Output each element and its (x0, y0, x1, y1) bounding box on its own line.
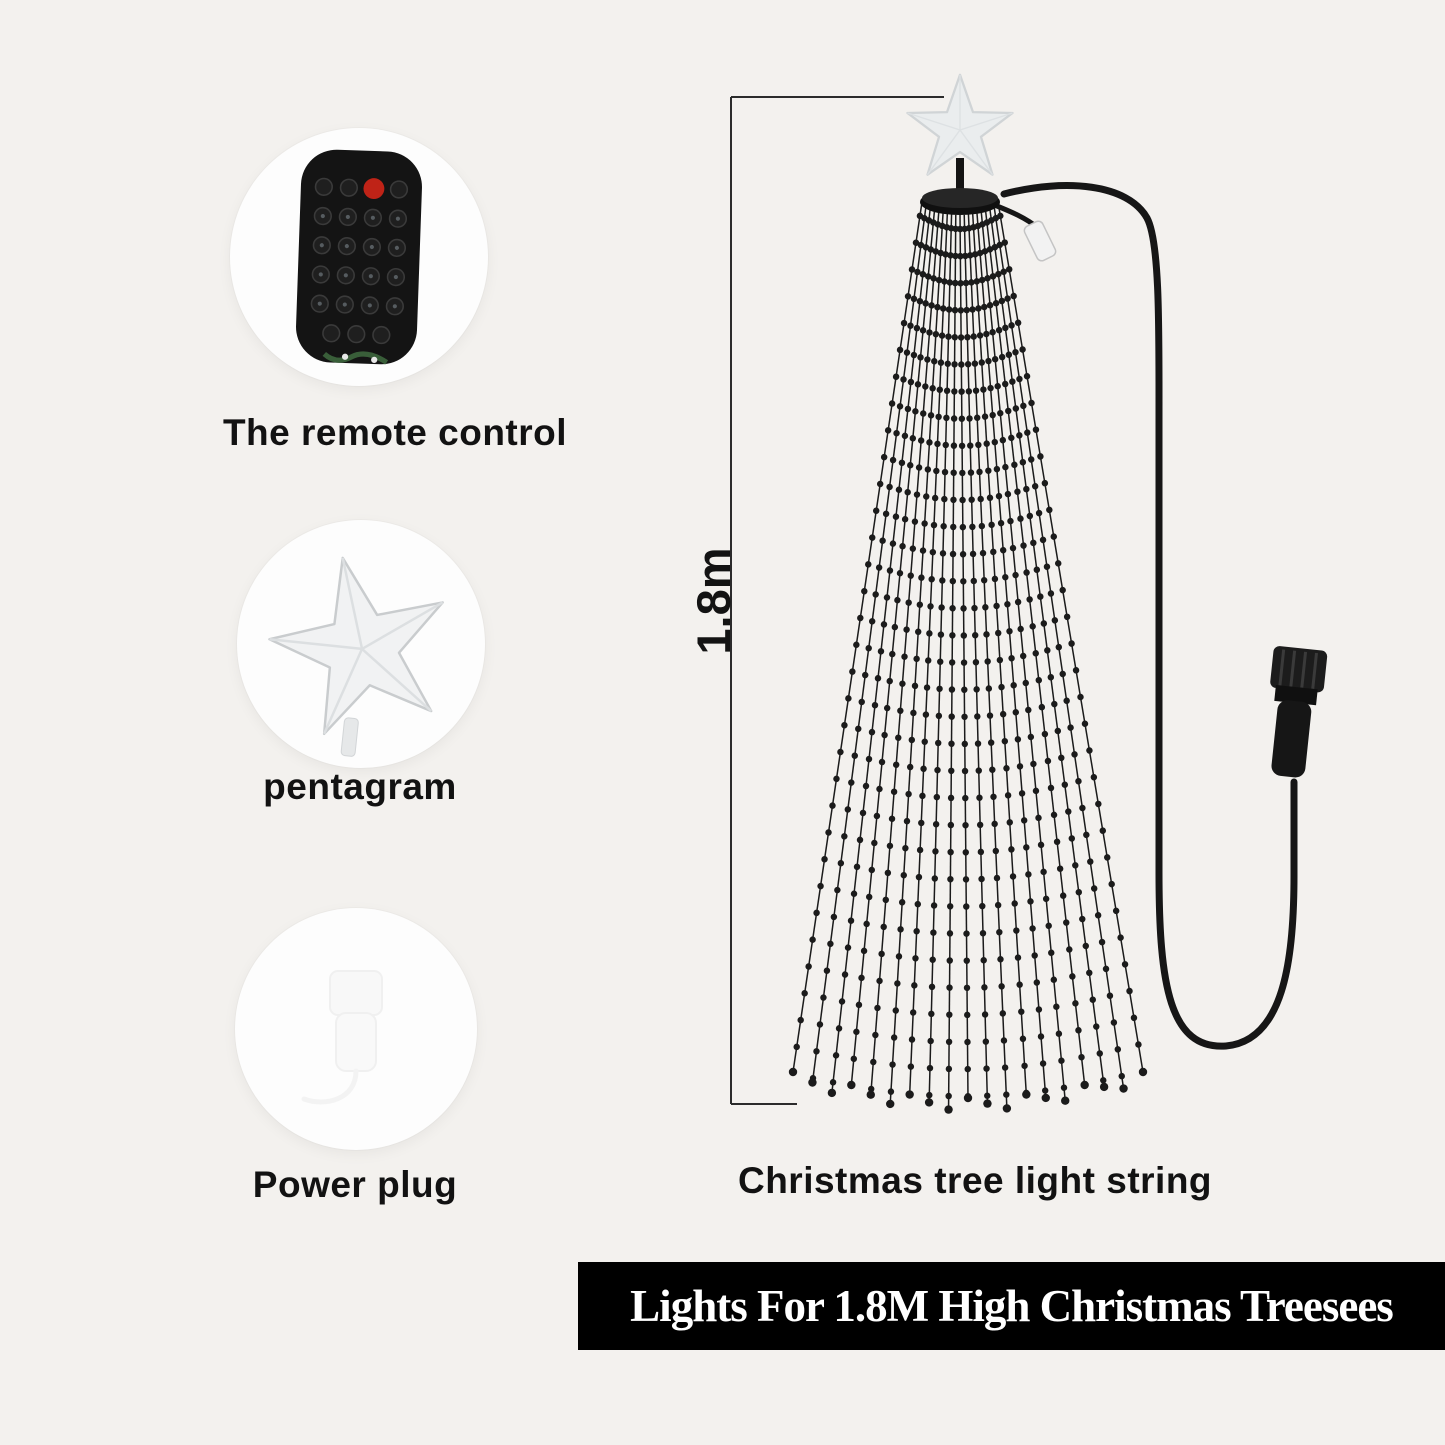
promo-banner: Lights For 1.8M High Christmas Treesees (578, 1262, 1445, 1350)
pentagram-callout (237, 520, 485, 768)
pentagram-label: pentagram (263, 766, 457, 807)
star-topper-icon (268, 556, 444, 757)
power-plug-callout (235, 908, 477, 1150)
remote-control-label: The remote control (222, 412, 568, 453)
power-plug-icon (301, 970, 383, 1105)
remote-connector (991, 201, 1057, 262)
remote-control-icon (296, 149, 422, 365)
promo-banner-text: Lights For 1.8M High Christmas Treesees (630, 1281, 1394, 1331)
topper-pole (956, 158, 964, 196)
tree-star-topper-icon (906, 73, 1014, 176)
remote-power-button (363, 178, 385, 200)
hanging-ring-top (922, 188, 998, 208)
tree-caption: Christmas tree light string (737, 1160, 1213, 1201)
height-dimension-lines (730, 96, 944, 1105)
light-strings (788, 198, 1148, 1114)
power-plug (1270, 646, 1328, 778)
power-cord (1000, 182, 1298, 1050)
height-dimension-label: 1.8m (686, 547, 740, 655)
power-plug-label: Power plug (252, 1164, 458, 1205)
remote-control-callout (230, 128, 488, 386)
